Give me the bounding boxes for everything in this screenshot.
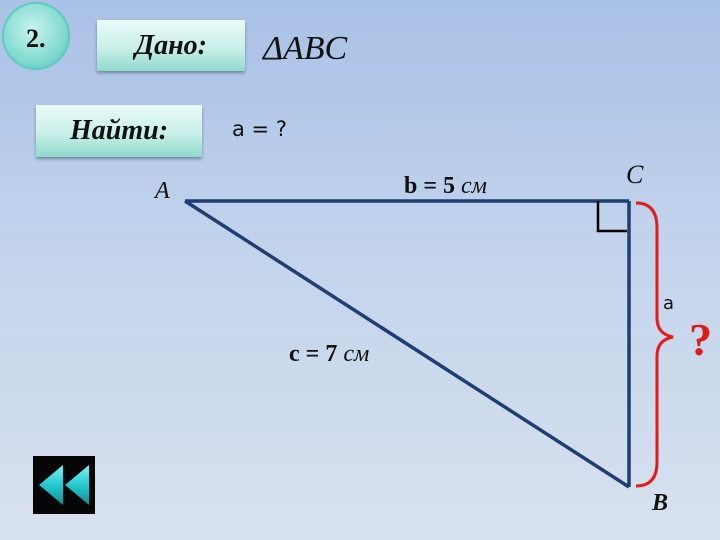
unknown-question-mark: ?	[689, 314, 712, 365]
given-triangle-name: ΔABC	[263, 30, 348, 67]
vertex-c-label: C	[626, 160, 644, 189]
slide-number-badge: 2.	[2, 2, 70, 70]
slide-number: 2.	[26, 24, 46, 53]
find-label: Найти:	[69, 115, 169, 146]
side-c-name: c = 7	[289, 341, 344, 367]
find-label-box: Найти:	[36, 105, 202, 157]
side-c-line	[184, 199, 630, 489]
side-c-label: c = 7 см	[289, 341, 369, 368]
vertex-a-label: A	[155, 178, 170, 204]
rewind-icon	[39, 465, 89, 505]
side-b-unit: см	[461, 173, 487, 199]
given-label-box: Дано:	[97, 20, 245, 71]
find-expression: a = ?	[232, 117, 287, 141]
given-label: Дано:	[135, 29, 207, 61]
vertex-b-label: B	[652, 490, 669, 516]
back-navigation-button[interactable]	[33, 456, 95, 514]
side-a-label: a	[663, 293, 675, 314]
right-angle-marker	[596, 201, 627, 233]
side-a-brace	[635, 201, 674, 488]
side-b-label: b = 5 см	[404, 173, 487, 200]
side-b-name: b = 5	[404, 173, 462, 199]
side-c-unit: см	[343, 341, 370, 367]
